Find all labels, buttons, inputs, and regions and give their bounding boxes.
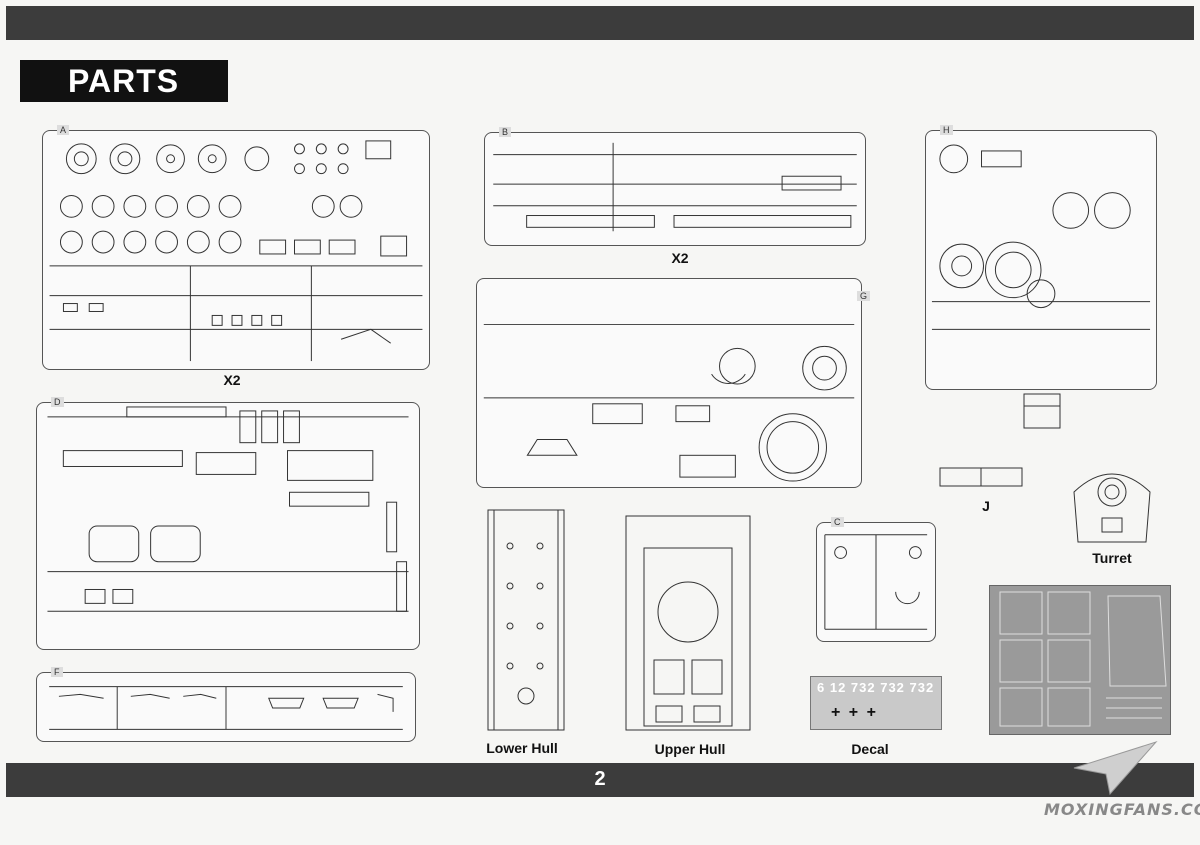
sprue-f-letter: F <box>51 667 63 677</box>
sprue-f: F <box>36 667 416 742</box>
upper-hull-label: Upper Hull <box>654 741 726 757</box>
part-j-drawing <box>938 466 1024 488</box>
sprue-h-hanger <box>1020 390 1064 434</box>
sprue-a: A <box>42 125 430 370</box>
page-number: 2 <box>594 768 606 790</box>
sprue-c-parts <box>824 534 928 630</box>
part-j-label: J <box>982 498 990 514</box>
sprue-h-parts <box>931 144 1151 330</box>
decal-crosses: + + + <box>831 704 878 721</box>
sprue-h: H <box>925 125 1157 390</box>
sprue-b-letter: B <box>499 127 512 137</box>
turret-drawing <box>1068 462 1156 544</box>
sprue-c-letter: C <box>831 517 844 527</box>
bottom-footer-bar: 2 <box>6 763 1194 797</box>
sprue-f-parts <box>49 686 403 730</box>
sprue-a-parts <box>49 140 423 362</box>
lower-hull-drawing <box>480 506 572 734</box>
sprue-b-multiplier: X2 <box>671 250 689 266</box>
watermark-logo-icon <box>1070 738 1160 798</box>
photo-etch-sheet <box>989 585 1171 735</box>
sprue-d: D <box>36 397 420 650</box>
sprue-a-letter: A <box>57 125 70 135</box>
sprue-d-parts <box>47 406 409 612</box>
top-header-bar <box>6 6 1194 40</box>
sprue-a-multiplier: X2 <box>223 372 241 388</box>
sprue-d-letter: D <box>51 397 64 407</box>
decal-sheet: 6 12 732 732 732 + + + <box>810 676 942 730</box>
sprue-b: B <box>484 127 866 246</box>
sprue-h-letter: H <box>940 125 953 135</box>
sprue-b-parts <box>493 142 857 232</box>
sprue-c: C <box>816 517 936 642</box>
sprue-g-parts <box>483 324 855 482</box>
decal-label: Decal <box>851 741 889 757</box>
parts-heading: PARTS <box>20 60 228 102</box>
watermark-text: MOXINGFANS.COM <box>1044 800 1200 819</box>
upper-hull-drawing <box>620 512 756 734</box>
sprue-g-letter: G <box>857 291 871 301</box>
decal-numbers: 6 12 732 732 732 <box>817 680 935 695</box>
sprue-g: G <box>476 278 871 488</box>
turret-label: Turret <box>1092 550 1132 566</box>
lower-hull-label: Lower Hull <box>486 740 558 756</box>
